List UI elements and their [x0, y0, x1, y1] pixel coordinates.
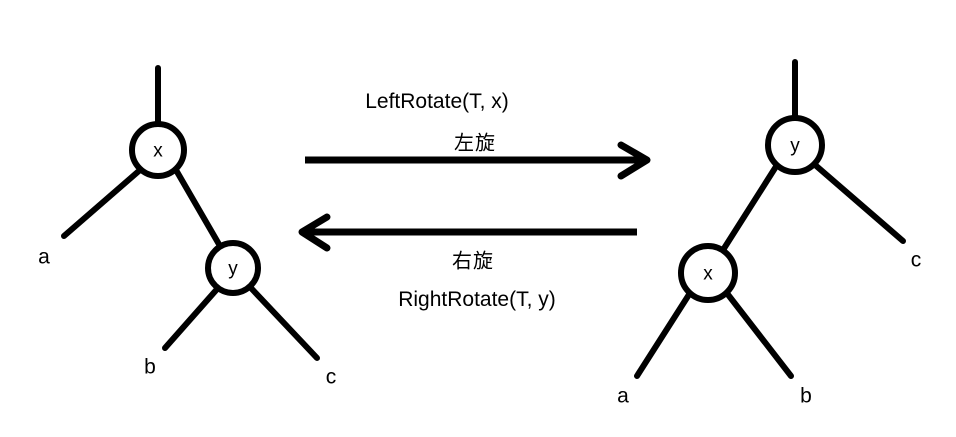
left-tree-edge-x-to-a	[61, 167, 143, 239]
left-tree-leaf-a-label: a	[38, 246, 50, 269]
right-rotate-arrow-head	[298, 213, 331, 252]
left-tree-edge-y-to-b	[162, 285, 221, 351]
right-rotate-arrow	[298, 213, 637, 252]
left-tree-edge-y-to-c	[247, 284, 320, 361]
right-tree-edge-y-to-c	[811, 161, 906, 244]
right-tree-node-y-label: y	[790, 136, 800, 157]
post-rotation-tree: y x a b c	[617, 59, 922, 408]
right-tree-leaf-a-label: a	[617, 385, 629, 408]
left-tree-node-y-label: y	[228, 259, 238, 280]
pre-rotation-tree: x y a b c	[38, 65, 337, 389]
right-tree-edge-y-to-x	[720, 162, 780, 253]
right-rotate-label-cjk: 右旋	[452, 248, 494, 273]
right-tree-node-x-label: x	[703, 264, 713, 285]
left-tree-edge-x-to-y	[173, 167, 223, 249]
left-tree-node-x[interactable]	[129, 121, 187, 179]
right-tree-node-x[interactable]	[678, 243, 738, 303]
left-tree-leaf-b-label: b	[144, 356, 156, 379]
left-tree-node-x-label: x	[153, 141, 163, 162]
left-tree-leaf-c-label: c	[326, 366, 337, 389]
left-rotate-label-cjk: 左旋	[454, 130, 496, 155]
right-tree-node-y[interactable]	[765, 115, 825, 175]
left-tree-node-y[interactable]	[205, 240, 261, 296]
left-rotate-arrow-head	[617, 141, 651, 180]
right-tree-edge-x-to-a	[634, 290, 693, 379]
right-tree-leaf-c-label: c	[911, 249, 922, 272]
right-rotate-label-en: RightRotate(T, y)	[398, 288, 556, 311]
left-rotate-label-en: LeftRotate(T, x)	[365, 90, 509, 113]
left-rotate-arrow	[305, 141, 651, 180]
right-tree-edge-x-to-b	[723, 289, 794, 379]
right-tree-leaf-b-label: b	[800, 385, 812, 408]
